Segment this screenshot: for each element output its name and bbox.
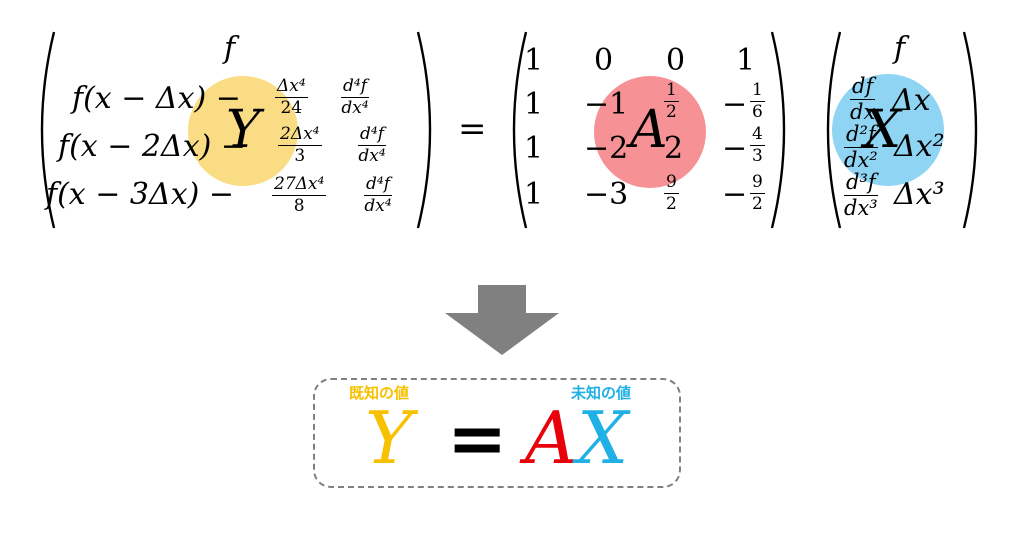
highlight-circle-a bbox=[594, 76, 706, 188]
right-paren bbox=[416, 31, 432, 229]
x-row-4-tail: Δx³ bbox=[894, 177, 945, 212]
a-r4-c1: 1 bbox=[524, 177, 544, 212]
down-arrow-icon bbox=[445, 285, 559, 355]
y-row-4-lhs: f(x − 3Δx) − bbox=[46, 177, 234, 212]
known-value-label: 既知の値 bbox=[349, 384, 410, 402]
a-r2-c1: 1 bbox=[524, 87, 544, 122]
a-r3-c3: 2 bbox=[664, 131, 684, 166]
summary-a: A bbox=[525, 396, 577, 480]
a-r3-c1: 1 bbox=[524, 131, 544, 166]
left-paren bbox=[40, 31, 56, 229]
label-a: A bbox=[630, 100, 668, 160]
summary-equation-box: 既知の値 未知の値 Y = A X bbox=[313, 378, 681, 488]
a-r1-c3: 0 bbox=[666, 43, 686, 78]
a-r1-c1: 1 bbox=[524, 43, 544, 78]
label-y: Y bbox=[226, 100, 261, 160]
x-row-2-tail: Δx bbox=[892, 83, 931, 118]
y-row-3-lhs: f(x − 2Δx) − bbox=[58, 129, 246, 164]
left-paren bbox=[512, 31, 528, 229]
unknown-value-label: 未知の値 bbox=[571, 384, 632, 402]
x-row-3-tail: Δx² bbox=[894, 129, 945, 164]
a-r2-c4-sign: − bbox=[722, 87, 748, 122]
summary-x: X bbox=[577, 396, 629, 480]
right-paren bbox=[770, 31, 786, 229]
y-row-1: f bbox=[224, 31, 236, 66]
right-paren bbox=[962, 31, 978, 229]
x-row-1: f bbox=[894, 31, 906, 66]
a-r2-c2: −1 bbox=[584, 87, 629, 122]
highlight-circle-y bbox=[188, 76, 298, 186]
a-r1-c2: 0 bbox=[594, 43, 614, 78]
equals-sign: = bbox=[458, 109, 487, 149]
a-r3-c2: −2 bbox=[584, 131, 629, 166]
a-r3-c4-sign: − bbox=[722, 131, 748, 166]
a-r4-c4-sign: − bbox=[722, 177, 748, 212]
a-r4-c2: −3 bbox=[584, 177, 629, 212]
label-x: X bbox=[864, 100, 902, 160]
highlight-circle-x bbox=[832, 74, 944, 186]
left-paren bbox=[826, 31, 842, 229]
a-r1-c4: 1 bbox=[736, 43, 756, 78]
summary-equals: = bbox=[447, 395, 508, 480]
y-row-2-lhs: f(x − Δx) − bbox=[72, 81, 241, 116]
summary-y: Y bbox=[365, 396, 413, 480]
